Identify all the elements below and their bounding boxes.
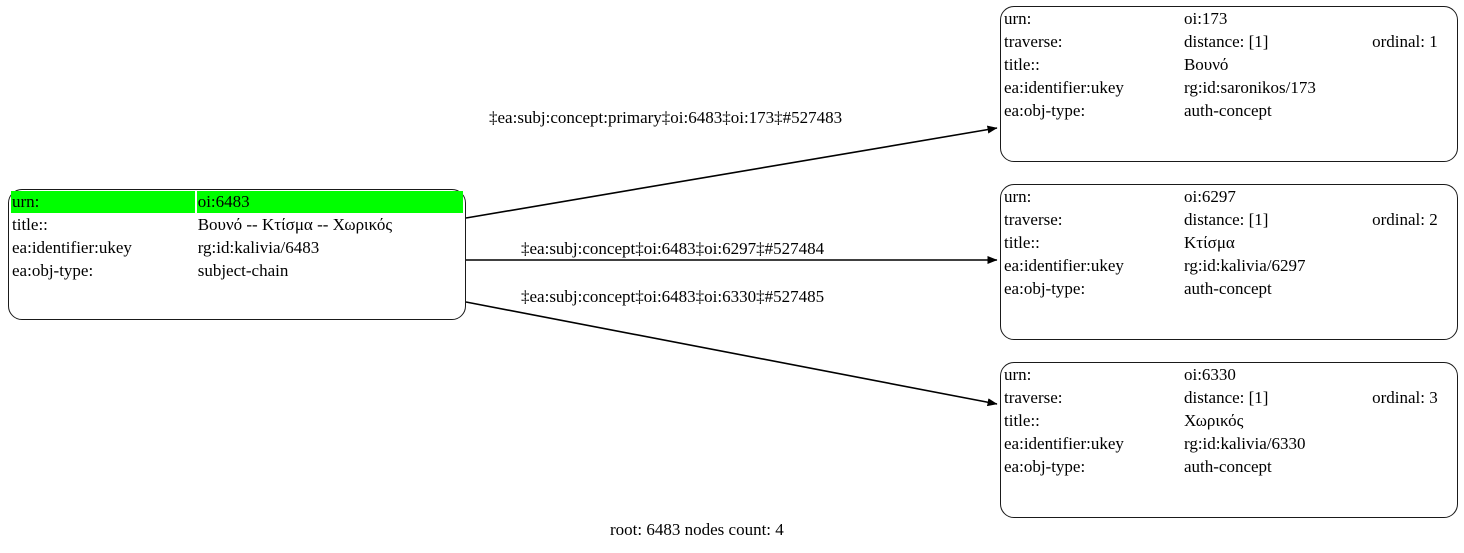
n1-ukey-pad (1371, 77, 1455, 99)
table-row: ea:identifier:ukey rg:id:kalivia/6330 (1003, 433, 1455, 455)
table-row: ea:identifier:ukey rg:id:saronikos/173 (1003, 77, 1455, 99)
n1-title-key: title:: (1004, 55, 1040, 74)
n1-objtype-key: ea:obj-type: (1004, 101, 1086, 120)
n3-objtype-key: ea:obj-type: (1004, 457, 1086, 476)
n3-objtype-value: auth-concept (1183, 457, 1272, 476)
root-row-title-key: title:: (12, 215, 48, 234)
n1-traverse-ordinal: ordinal: 1 (1372, 32, 1438, 51)
n2-traverse-distance: distance: [1] (1183, 210, 1269, 229)
n2-title-pad (1371, 232, 1455, 254)
graph-caption: root: 6483 nodes count: 4 (610, 520, 784, 539)
n2-title-value: Κτίσμα (1183, 233, 1235, 252)
n3-title-value: Χωρικός (1183, 411, 1244, 430)
n3-traverse-ordinal: ordinal: 3 (1372, 388, 1438, 407)
root-row-objtype-value: subject-chain (197, 261, 289, 280)
n3-urn-value: oi:6330 (1183, 365, 1236, 384)
n3-urn-key: urn: (1004, 365, 1032, 384)
table-row: title:: Βουνό -- Κτίσμα -- Χωρικός (11, 214, 463, 236)
table-row: traverse: distance: [1] ordinal: 3 (1003, 387, 1455, 409)
n3-ukey-key: ea:identifier:ukey (1004, 434, 1124, 453)
n1-ukey-value: rg:id:saronikos/173 (1183, 78, 1316, 97)
root-row-urn-key: urn: (11, 191, 195, 213)
n2-urn-key: urn: (1004, 187, 1032, 206)
target-node-table-3: urn: oi:6330 traverse: distance: [1] ord… (1001, 363, 1457, 479)
table-row: traverse: distance: [1] ordinal: 1 (1003, 31, 1455, 53)
table-row: urn: oi:6483 (11, 191, 463, 213)
n3-title-pad (1371, 410, 1455, 432)
n2-title-key: title:: (1004, 233, 1040, 252)
table-row: ea:identifier:ukey rg:id:kalivia/6483 (11, 237, 463, 259)
table-row: urn: oi:173 (1003, 8, 1455, 30)
n1-urn-value: oi:173 (1183, 9, 1228, 28)
n3-traverse-distance: distance: [1] (1183, 388, 1269, 407)
root-row-objtype-key: ea:obj-type: (12, 261, 94, 280)
n1-urn-key: urn: (1004, 9, 1032, 28)
table-row: urn: oi:6297 (1003, 186, 1455, 208)
n2-ukey-pad (1371, 255, 1455, 277)
table-row: urn: oi:6330 (1003, 364, 1455, 386)
n1-urn-pad (1371, 8, 1455, 30)
table-row: ea:obj-type: auth-concept (1003, 100, 1455, 122)
table-row: ea:identifier:ukey rg:id:kalivia/6297 (1003, 255, 1455, 277)
n1-title-value: Βουνό (1183, 55, 1229, 74)
n3-objtype-pad (1371, 456, 1455, 478)
table-row: title:: Χωρικός (1003, 410, 1455, 432)
n2-urn-value: oi:6297 (1183, 187, 1236, 206)
n1-ukey-key: ea:identifier:ukey (1004, 78, 1124, 97)
n3-title-key: title:: (1004, 411, 1040, 430)
root-node-table: urn: oi:6483 title:: Βουνό -- Κτίσμα -- … (9, 190, 465, 283)
root-row-ukey-value: rg:id:kalivia/6483 (197, 238, 320, 257)
node-target-oi6330[interactable]: urn: oi:6330 traverse: distance: [1] ord… (1000, 362, 1458, 518)
node-target-oi173[interactable]: urn: oi:173 traverse: distance: [1] ordi… (1000, 6, 1458, 162)
n1-title-pad (1371, 54, 1455, 76)
table-row: title:: Βουνό (1003, 54, 1455, 76)
n2-objtype-pad (1371, 278, 1455, 300)
edge-to-oi6330 (465, 301, 998, 407)
edge-label-oi173: ‡ea:subj:concept:primary‡oi:6483‡oi:173‡… (489, 108, 843, 127)
target-node-table-2: urn: oi:6297 traverse: distance: [1] ord… (1001, 185, 1457, 301)
table-row: ea:obj-type: subject-chain (11, 260, 463, 282)
node-root-oi6483[interactable]: urn: oi:6483 title:: Βουνό -- Κτίσμα -- … (8, 189, 466, 320)
n3-ukey-value: rg:id:kalivia/6330 (1183, 434, 1306, 453)
edge-to-oi173 (465, 125, 998, 219)
n2-ukey-key: ea:identifier:ukey (1004, 256, 1124, 275)
n2-traverse-key: traverse: (1004, 210, 1063, 229)
n2-urn-pad (1371, 186, 1455, 208)
n1-objtype-pad (1371, 100, 1455, 122)
root-row-urn-value: oi:6483 (196, 191, 463, 213)
node-target-oi6297[interactable]: urn: oi:6297 traverse: distance: [1] ord… (1000, 184, 1458, 340)
n2-traverse-ordinal: ordinal: 2 (1372, 210, 1438, 229)
table-row: ea:obj-type: auth-concept (1003, 278, 1455, 300)
edge-label-oi6330: ‡ea:subj:concept‡oi:6483‡oi:6330‡#527485 (521, 287, 825, 306)
root-row-title-value: Βουνό -- Κτίσμα -- Χωρικός (197, 215, 393, 234)
n3-traverse-key: traverse: (1004, 388, 1063, 407)
n1-traverse-distance: distance: [1] (1183, 32, 1269, 51)
target-node-table-1: urn: oi:173 traverse: distance: [1] ordi… (1001, 7, 1457, 123)
root-row-ukey-key: ea:identifier:ukey (12, 238, 132, 257)
table-row: ea:obj-type: auth-concept (1003, 456, 1455, 478)
n3-ukey-pad (1371, 433, 1455, 455)
n2-ukey-value: rg:id:kalivia/6297 (1183, 256, 1306, 275)
n2-objtype-key: ea:obj-type: (1004, 279, 1086, 298)
n3-urn-pad (1371, 364, 1455, 386)
n1-traverse-key: traverse: (1004, 32, 1063, 51)
edge-label-oi6297: ‡ea:subj:concept‡oi:6483‡oi:6297‡#527484 (521, 239, 825, 258)
table-row: title:: Κτίσμα (1003, 232, 1455, 254)
n1-objtype-value: auth-concept (1183, 101, 1272, 120)
n2-objtype-value: auth-concept (1183, 279, 1272, 298)
table-row: traverse: distance: [1] ordinal: 2 (1003, 209, 1455, 231)
